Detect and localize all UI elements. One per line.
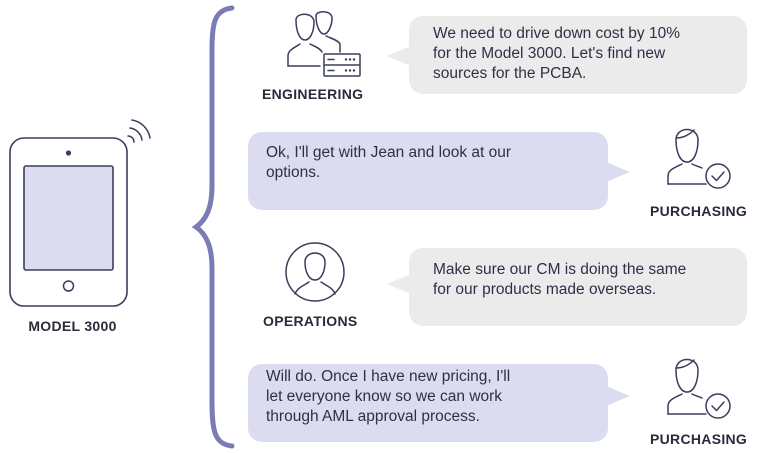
message-text: Will do. Once I have new pricing, I'll l… <box>266 368 511 425</box>
message-bubble: Make sure our CM is doing the same for o… <box>387 248 747 326</box>
engineering-team-icon <box>287 11 361 77</box>
tablet-icon <box>9 119 151 307</box>
role-label-operations: OPERATIONS <box>263 313 358 329</box>
purchasing-person-check-icon <box>667 358 731 419</box>
role-label-purchasing: PURCHASING <box>650 431 748 447</box>
message-bubble: We need to drive down cost by 10% for th… <box>387 16 747 94</box>
role-label-engineering: ENGINEERING <box>262 86 364 102</box>
message-text: Ok, I'll get with Jean and look at our o… <box>266 144 512 181</box>
wireless-signal-icon <box>127 119 151 143</box>
curly-brace <box>191 5 235 449</box>
role-label-purchasing: PURCHASING <box>650 203 748 219</box>
operations-person-icon <box>285 242 345 302</box>
message-bubble: Will do. Once I have new pricing, I'll l… <box>248 364 630 442</box>
message-bubble: Ok, I'll get with Jean and look at our o… <box>248 132 630 210</box>
message-text: We need to drive down cost by 10% for th… <box>433 25 680 82</box>
message-text: Make sure our CM is doing the same for o… <box>433 261 687 298</box>
device-label: MODEL 3000 <box>28 318 117 334</box>
purchasing-person-check-icon <box>667 128 731 189</box>
